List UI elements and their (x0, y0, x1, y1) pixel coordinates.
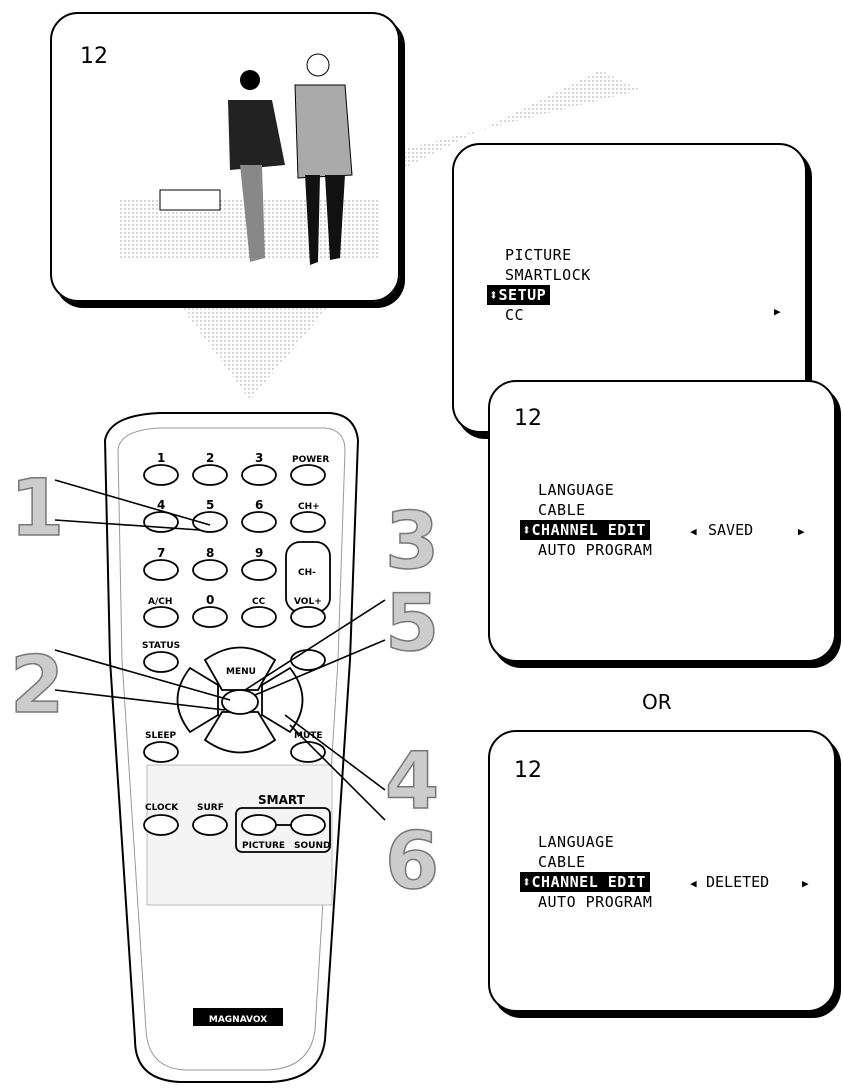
channel-edit-value: DELETED (706, 873, 770, 891)
menu-item-auto-program[interactable]: AUTO PROGRAM (538, 541, 653, 559)
menu-item-picture[interactable]: PICTURE (505, 246, 572, 264)
menu-item-channel-edit[interactable]: ⬍CHANNEL EDIT (520, 872, 652, 892)
key-label-picture: PICTURE (242, 841, 285, 851)
key-label-sleep: SLEEP (145, 731, 177, 741)
updown-arrow-icon: ⬍ (522, 521, 532, 539)
key-label-mute: MUTE (294, 731, 323, 741)
right-arrow-icon: ▶ (774, 305, 781, 318)
remote-brand: MAGNAVOX (209, 1015, 267, 1025)
left-arrow-icon: ◀ (690, 525, 697, 538)
setup-menu-list: LANGUAGE CABLE ⬍CHANNEL EDIT AUTO PROGRA… (520, 480, 652, 560)
tv-picture-screen: 12 (50, 12, 400, 302)
key-label-9: 9 (255, 546, 263, 560)
key-label-ach: A/CH (148, 597, 172, 607)
channel-number: 12 (514, 406, 542, 431)
channel-number: 12 (80, 44, 108, 69)
channel-edit-saved-screen: 12 LANGUAGE CABLE ⬍CHANNEL EDIT AUTO PRO… (488, 380, 836, 662)
menu-item-smartlock[interactable]: SMARTLOCK (505, 266, 591, 284)
key-label-vol-up: VOL+ (294, 597, 322, 607)
key-label-0: 0 (206, 593, 214, 607)
menu-item-cable[interactable]: CABLE (538, 501, 586, 519)
step-2: 2 (10, 641, 64, 731)
key-label-3: 3 (255, 451, 263, 465)
channel-number: 12 (514, 758, 542, 783)
step-5: 5 (385, 579, 439, 669)
step-3: 3 (385, 497, 439, 587)
step-6: 6 (385, 817, 439, 907)
updown-arrow-icon: ⬍ (522, 873, 532, 891)
menu-item-language[interactable]: LANGUAGE (538, 481, 615, 499)
key-label-cc: CC (252, 597, 266, 607)
channel-edit-value: SAVED (708, 521, 754, 539)
projection-cone-right (400, 70, 640, 170)
or-label: OR (642, 690, 672, 714)
pointer-lines (54, 479, 386, 821)
key-label-7: 7 (157, 546, 165, 560)
left-arrow-icon: ◀ (690, 877, 697, 890)
step-1: 1 (10, 464, 64, 554)
key-label-status: STATUS (142, 641, 180, 651)
menu-item-cable[interactable]: CABLE (538, 853, 586, 871)
key-label-smart: SMART (258, 793, 306, 807)
right-arrow-icon: ▶ (802, 877, 809, 890)
key-label-sound: SOUND (294, 841, 330, 851)
key-label-surf: SURF (197, 803, 224, 813)
menu-item-channel-edit[interactable]: ⬍CHANNEL EDIT (520, 520, 652, 540)
setup-menu-list: LANGUAGE CABLE ⬍CHANNEL EDIT AUTO PROGRA… (520, 832, 652, 912)
key-label-6: 6 (255, 498, 263, 512)
projection-cone-down (180, 305, 330, 400)
key-label-8: 8 (206, 546, 214, 560)
key-label-4: 4 (157, 498, 165, 512)
step-4: 4 (385, 737, 439, 827)
channel-edit-deleted-screen: 12 LANGUAGE CABLE ⬍CHANNEL EDIT AUTO PRO… (488, 730, 836, 1012)
remote-keys[interactable] (143, 464, 331, 853)
main-menu-list: PICTURE SMARTLOCK ⬍SETUP CC (487, 245, 591, 325)
menu-item-language[interactable]: LANGUAGE (538, 833, 615, 851)
key-label-5: 5 (206, 498, 214, 512)
right-arrow-icon: ▶ (798, 525, 805, 538)
menu-item-auto-program[interactable]: AUTO PROGRAM (538, 893, 653, 911)
menu-item-cc[interactable]: CC (505, 306, 525, 324)
key-label-clock: CLOCK (145, 803, 179, 813)
key-label-ch-down: CH- (298, 568, 316, 578)
key-label-power: POWER (292, 455, 329, 465)
couple-illustration (120, 53, 380, 265)
key-label-ch-up: CH+ (298, 502, 320, 512)
menu-item-setup[interactable]: ⬍SETUP (487, 285, 591, 305)
key-label-menu: MENU (226, 667, 256, 677)
updown-arrow-icon: ⬍ (489, 286, 499, 304)
key-label-2: 2 (206, 451, 214, 465)
key-label-1: 1 (157, 451, 165, 465)
